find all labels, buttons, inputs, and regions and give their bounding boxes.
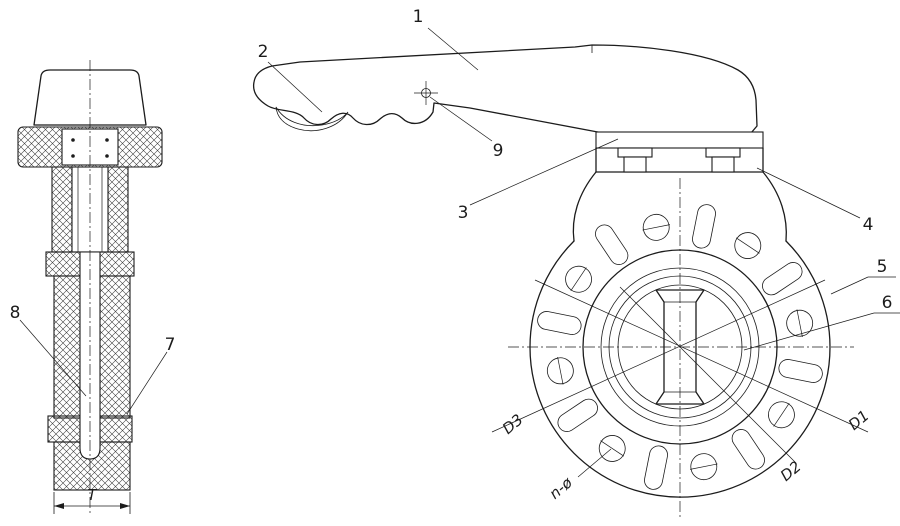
dimension-label-d2: D2 [777,457,805,484]
flange-dot [105,154,109,158]
bolt-head-left [617,147,653,158]
stem-wall-left [51,166,73,253]
part-label-2: 2 [258,42,269,62]
bolt-shank-right [711,156,735,173]
stem-wall-right [107,166,129,253]
thickness-dimension: T [53,486,131,514]
part-label-6: 6 [882,293,893,313]
part-label-3: 3 [458,203,469,223]
part-label-7: 7 [165,335,176,355]
dimension-label-d1: D1 [845,406,873,433]
handle-trigger-latch [275,106,349,132]
dimension-line-d2 [619,286,796,463]
neck-shoulder-left [572,171,597,242]
part-label-9: 9 [493,141,504,161]
leader-bolt-spec [577,448,612,478]
dimension-t-label: T [87,486,98,504]
valve-handle-lever [252,44,758,134]
flange-dot [71,154,75,158]
bolt-shank-left [623,156,647,173]
part-label-8: 8 [10,303,21,323]
bolt-head-right [705,147,741,158]
part-label-1: 1 [413,7,424,27]
flange-dot [71,138,75,142]
part-label-4: 4 [863,215,874,235]
dimension-label-d3: D3 [499,410,527,437]
neck-shoulder-right [762,171,787,242]
disc-stem [655,289,705,405]
part-label-5: 5 [877,257,888,277]
pivot-mark [414,81,438,105]
dimension-label-bolt-spec: n-ø [546,473,577,503]
dimension-line-d3 [491,279,826,433]
knob-handle [33,69,147,126]
callout-labels: 1 2 9 3 4 5 6 7 8 D3 D1 D2 n-ø [10,7,900,503]
front-view-valve [252,44,869,518]
flange-dot [105,138,109,142]
mounting-plate [595,131,764,173]
dimension-line-d1 [534,279,869,433]
side-view-stem-section: T [17,60,163,514]
